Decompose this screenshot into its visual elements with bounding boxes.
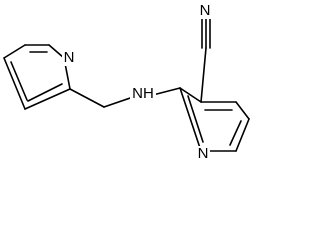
bond [3, 57, 26, 110]
atom-labels: N N NH N [62, 2, 212, 162]
bond [48, 44, 65, 59]
amine-nh-label: NH [132, 85, 154, 102]
nitrile-group [200, 11, 211, 103]
structure-diagram: N N NH N [3, 2, 250, 162]
left-pyridine-ring [3, 44, 71, 110]
bond [179, 87, 202, 152]
double-bond [10, 61, 28, 101]
double-bond [229, 120, 242, 146]
bond [200, 47, 207, 103]
right-pyridine-ring [179, 87, 250, 152]
bond [69, 88, 105, 108]
bond [235, 118, 250, 152]
double-bond [187, 95, 204, 143]
left-pyridine-nitrogen-label: N [64, 49, 75, 66]
nitrile-nitrogen-label: N [200, 2, 211, 19]
bond [3, 44, 26, 59]
bond [235, 101, 250, 120]
molecule-svg: N N NH N [3, 2, 250, 162]
double-bond [27, 83, 63, 102]
bond [179, 87, 202, 103]
linker [69, 87, 181, 108]
bond [24, 88, 71, 110]
right-pyridine-nitrogen-label: N [198, 145, 209, 162]
